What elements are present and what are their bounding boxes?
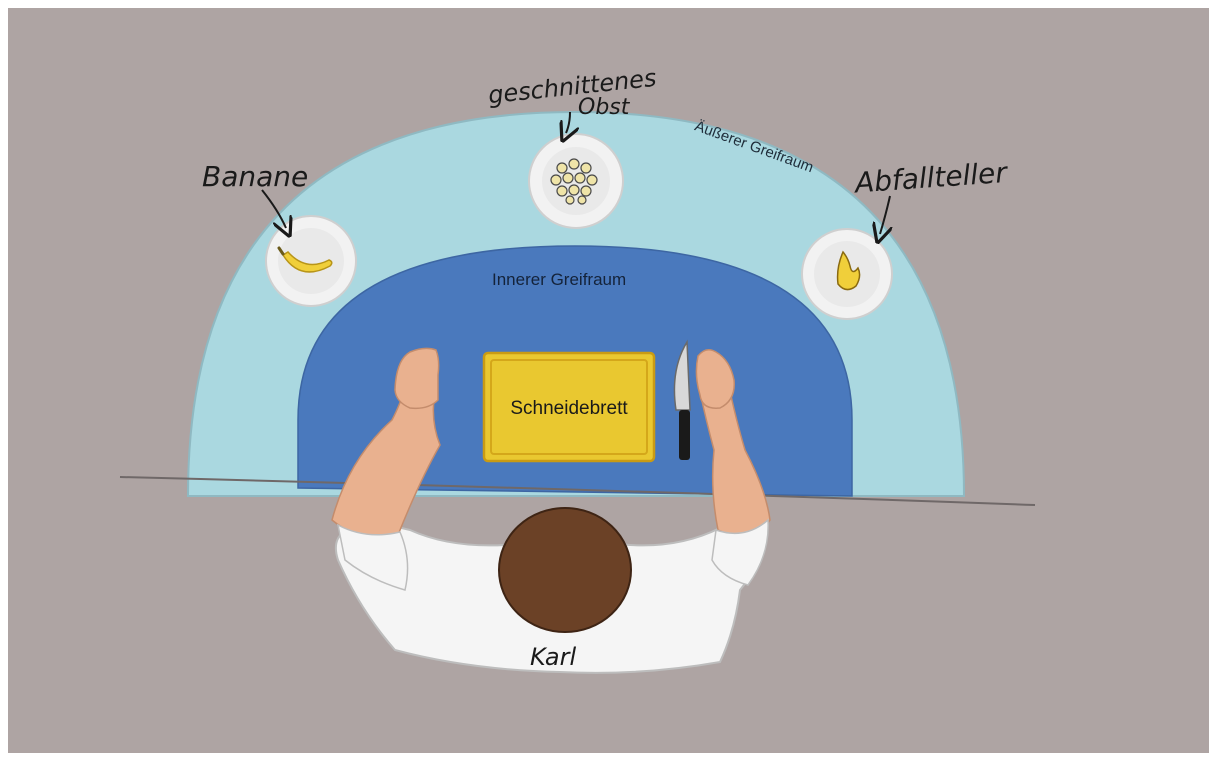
knife-icon: [673, 339, 691, 460]
table-edge: [119, 476, 1036, 506]
banana-peel-icon: [836, 250, 861, 291]
cut-fruit-label-line2: Obst: [578, 95, 631, 120]
person-name-label: Karl: [530, 643, 576, 671]
waste-plate-arrow: [880, 195, 890, 234]
cut-fruit-plate: [528, 133, 624, 229]
banana-label: Banane: [202, 160, 308, 193]
head-hair: [498, 507, 632, 633]
inner-zone-label: Innerer Greifraum: [492, 270, 626, 289]
cut-fruit-arrow: [566, 111, 570, 133]
cut-fruit-icon: [550, 158, 598, 205]
banana-icon: [281, 251, 333, 273]
banana-arrow: [261, 189, 286, 228]
cutting-board-label: Schneidebrett: [510, 398, 628, 419]
waste-plate: [801, 228, 893, 320]
banana-plate: [265, 215, 357, 307]
right-hand: [695, 349, 735, 409]
cutting-board: Schneidebrett: [482, 351, 656, 463]
person-karl: Karl: [331, 347, 771, 674]
left-hand: [394, 347, 440, 410]
